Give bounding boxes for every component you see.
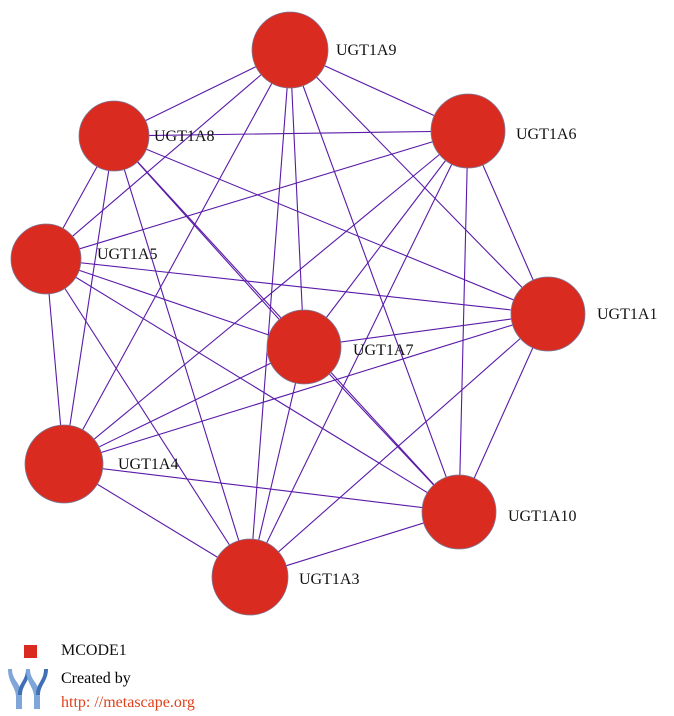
legend-label: MCODE1 xyxy=(61,642,127,659)
edge-n8-n4 xyxy=(63,135,115,465)
node-label: UGT1A8 xyxy=(154,128,214,145)
node-ugt1a3[interactable]: UGT1A3 xyxy=(211,538,359,616)
edge-n9-n4 xyxy=(63,49,291,465)
edge-n5-n1 xyxy=(45,258,549,315)
node-circle[interactable] xyxy=(421,474,497,550)
node-circle[interactable] xyxy=(10,223,82,295)
edge-n7-n10 xyxy=(303,346,460,513)
edge-n6-n7 xyxy=(303,130,469,348)
node-ugt1a1[interactable]: UGT1A1 xyxy=(510,276,657,352)
node-label: UGT1A7 xyxy=(353,342,413,359)
edge-n1-n4 xyxy=(63,313,549,465)
node-label: UGT1A5 xyxy=(97,246,157,263)
created-by-text: Created by xyxy=(61,670,131,687)
edge-n6-n3 xyxy=(249,130,469,578)
edge-n6-n10 xyxy=(458,130,469,513)
node-ugt1a4[interactable]: UGT1A4 xyxy=(24,424,178,504)
node-circle[interactable] xyxy=(78,100,150,172)
node-circle[interactable] xyxy=(510,276,586,352)
edge-n9-n7 xyxy=(289,49,305,348)
metascape-link[interactable]: http: //metascape.org xyxy=(61,694,195,711)
node-ugt1a8[interactable]: UGT1A8 xyxy=(78,100,214,172)
edge-n1-n7 xyxy=(303,313,549,348)
node-ugt1a6[interactable]: UGT1A6 xyxy=(430,93,576,169)
edge-n9-n1 xyxy=(289,49,549,315)
legend-item-mcode1: MCODE1 xyxy=(20,639,127,663)
edge-n8-n1 xyxy=(113,135,549,315)
edge-n9-n3 xyxy=(249,49,291,578)
node-label: UGT1A4 xyxy=(118,456,178,473)
edge-n8-n6 xyxy=(113,130,469,137)
node-label: UGT1A3 xyxy=(299,571,359,588)
node-circle[interactable] xyxy=(251,11,329,89)
node-ugt1a10[interactable]: UGT1A10 xyxy=(421,474,576,550)
node-label: UGT1A1 xyxy=(597,306,657,323)
node-circle[interactable] xyxy=(266,309,342,385)
edge-n9-n5 xyxy=(45,49,291,260)
node-ugt1a7[interactable]: UGT1A7 xyxy=(266,309,413,385)
node-circle[interactable] xyxy=(430,93,506,169)
edge-n6-n5 xyxy=(45,130,469,260)
edge-n4-n10 xyxy=(63,463,460,513)
node-label: UGT1A9 xyxy=(336,42,396,59)
node-ugt1a9[interactable]: UGT1A9 xyxy=(251,11,396,89)
node-ugt1a5[interactable]: UGT1A5 xyxy=(10,223,157,295)
edge-n6-n4 xyxy=(63,130,469,465)
edge-n7-n3 xyxy=(249,346,305,578)
legend: MCODE1 xyxy=(20,639,127,663)
node-circle[interactable] xyxy=(24,424,104,504)
edge-n8-n3 xyxy=(113,135,251,578)
node-circle[interactable] xyxy=(211,538,289,616)
edge-n5-n10 xyxy=(45,258,460,513)
edge-n9-n10 xyxy=(289,49,460,513)
credit: Created by http: //metascape.org xyxy=(8,667,195,715)
metascape-logo-icon xyxy=(8,669,48,709)
edge-n1-n3 xyxy=(249,313,549,578)
edge-n5-n7 xyxy=(45,258,305,348)
node-label: UGT1A6 xyxy=(516,126,576,143)
edge-n5-n3 xyxy=(45,258,251,578)
edge-n7-n4 xyxy=(63,346,305,465)
node-label: UGT1A10 xyxy=(508,508,576,525)
legend-swatch xyxy=(24,644,37,658)
